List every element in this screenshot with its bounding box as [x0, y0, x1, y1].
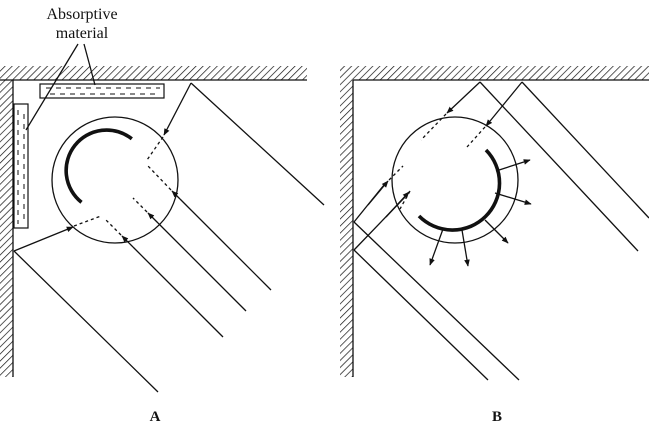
- panel-a-dashed-paths: [73, 136, 172, 236]
- panel-a-reflection-arrow-top: [163, 82, 192, 136]
- panel-b-radiating-arrows: [429, 159, 532, 267]
- panel-b-circle: [391, 116, 519, 244]
- panel-a-label: A: [150, 409, 161, 425]
- panel-a-wave-arrow-1: [121, 235, 134, 248]
- absorptive-panel-top: [39, 83, 165, 99]
- panel-b-waves: [353, 81, 649, 381]
- callout-absorptive: Absorptive: [46, 6, 117, 23]
- panel-b-arrow-top-1: [446, 81, 481, 114]
- panel-b-arrow-left-1: [367, 180, 389, 206]
- panel-a-reflection-arrow-left: [13, 226, 74, 252]
- leader-line-top: [83, 43, 96, 86]
- panel-a: Absorptive material A: [0, 6, 325, 425]
- panel-a-wave-arrow-3: [171, 190, 181, 200]
- panel-b-arrow-left-2: [385, 191, 410, 218]
- panel-b-arrow-top-2: [485, 81, 523, 127]
- callout-material: material: [56, 25, 109, 42]
- panel-b: B: [340, 66, 649, 425]
- panel-a-circle: [51, 116, 179, 244]
- panel-a-wave-arrow-2: [147, 212, 159, 224]
- panel-b-diaphragm: [417, 148, 502, 232]
- absorptive-panel-left: [13, 103, 29, 229]
- panel-b-dashed-paths: [388, 113, 486, 210]
- leader-line-left: [25, 43, 79, 131]
- panel-b-walls: [340, 66, 649, 377]
- panel-a-walls: [0, 66, 307, 377]
- panel-a-diaphragm: [64, 128, 133, 204]
- panel-b-label: B: [492, 409, 502, 425]
- panel-a-incident-waves: [13, 82, 325, 393]
